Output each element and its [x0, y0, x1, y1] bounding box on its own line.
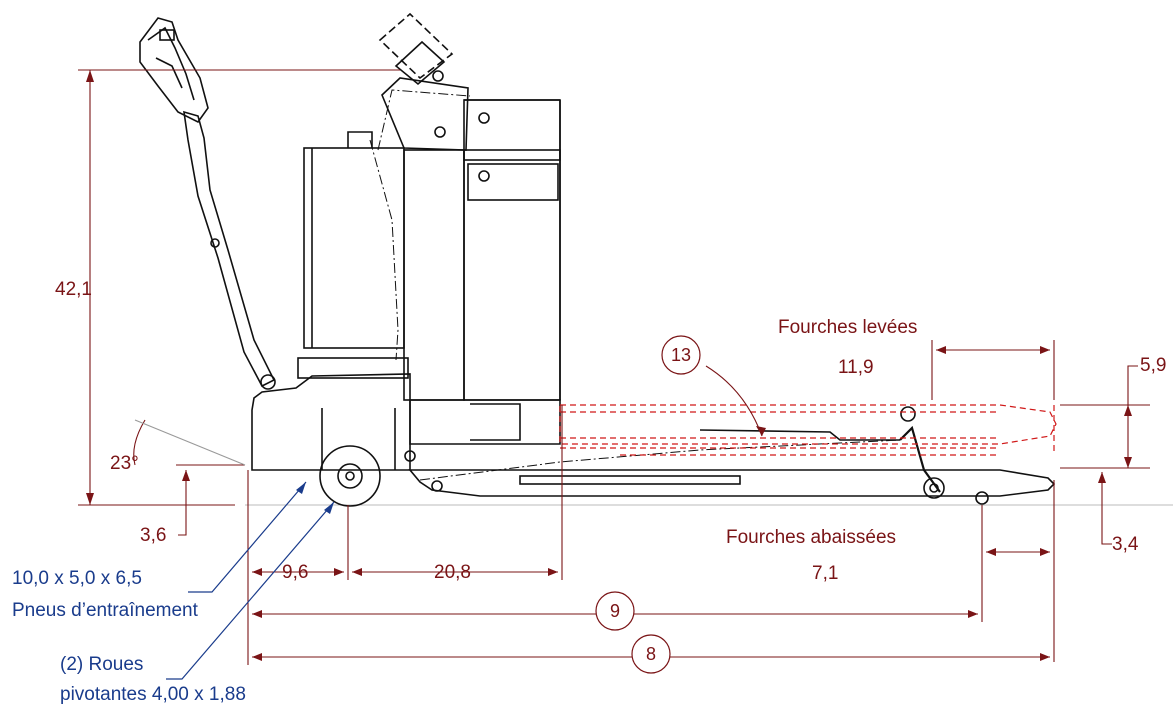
callout-13-label: 13 — [671, 345, 692, 365]
lift-height-label: 5,9 — [1140, 355, 1167, 376]
forks-raised-length-label: 11,9 — [838, 357, 874, 378]
dimension-lines — [78, 69, 1150, 665]
forks-raised-phantom — [559, 404, 1057, 456]
forks-raised-title: Fourches levées — [778, 317, 918, 338]
callout-9-label: 9 — [610, 601, 621, 621]
handle-angle-label: 23° — [110, 453, 139, 474]
battery-compartment — [403, 149, 465, 401]
load-roller — [923, 477, 945, 499]
tire-leaders — [166, 481, 335, 680]
drive-tire-size: 10,0 x 5,0 x 6,5 — [12, 568, 142, 589]
overall-height-label: 42,1 — [55, 279, 92, 300]
forks-lowered-length-label: 7,1 — [812, 563, 839, 584]
fork-lowered — [408, 469, 1056, 497]
control-module — [381, 77, 469, 151]
callout-8-label: 8 — [646, 644, 657, 664]
callout-8-circle — [631, 634, 671, 674]
arrowheads — [86, 70, 1132, 661]
callout-13-circle — [661, 335, 701, 375]
chassis-base — [251, 373, 411, 471]
drive-to-caster-label: 9,6 — [282, 562, 309, 583]
drive-tire-label: Pneus d’entraînement — [12, 600, 198, 621]
callout-circles — [595, 335, 701, 674]
fork-lowered-height-label: 3,4 — [1112, 534, 1139, 555]
truck-outline — [139, 12, 1056, 507]
forks-lowered-title: Fourches abaissées — [726, 527, 897, 548]
motor-housing — [303, 147, 405, 349]
handle-grip — [139, 17, 209, 124]
ground-clearance-label: 3,6 — [140, 525, 167, 546]
caster-label-line2: pivotantes 4,00 x 1,88 — [60, 684, 246, 705]
load-roller-linkage — [899, 425, 941, 493]
drive-wheel — [319, 445, 381, 507]
handle-arm — [183, 110, 276, 388]
callout-9-circle — [595, 591, 635, 631]
caster-to-battery-label: 20,8 — [434, 562, 471, 583]
caster-label-line1: (2) Roues — [60, 654, 144, 675]
